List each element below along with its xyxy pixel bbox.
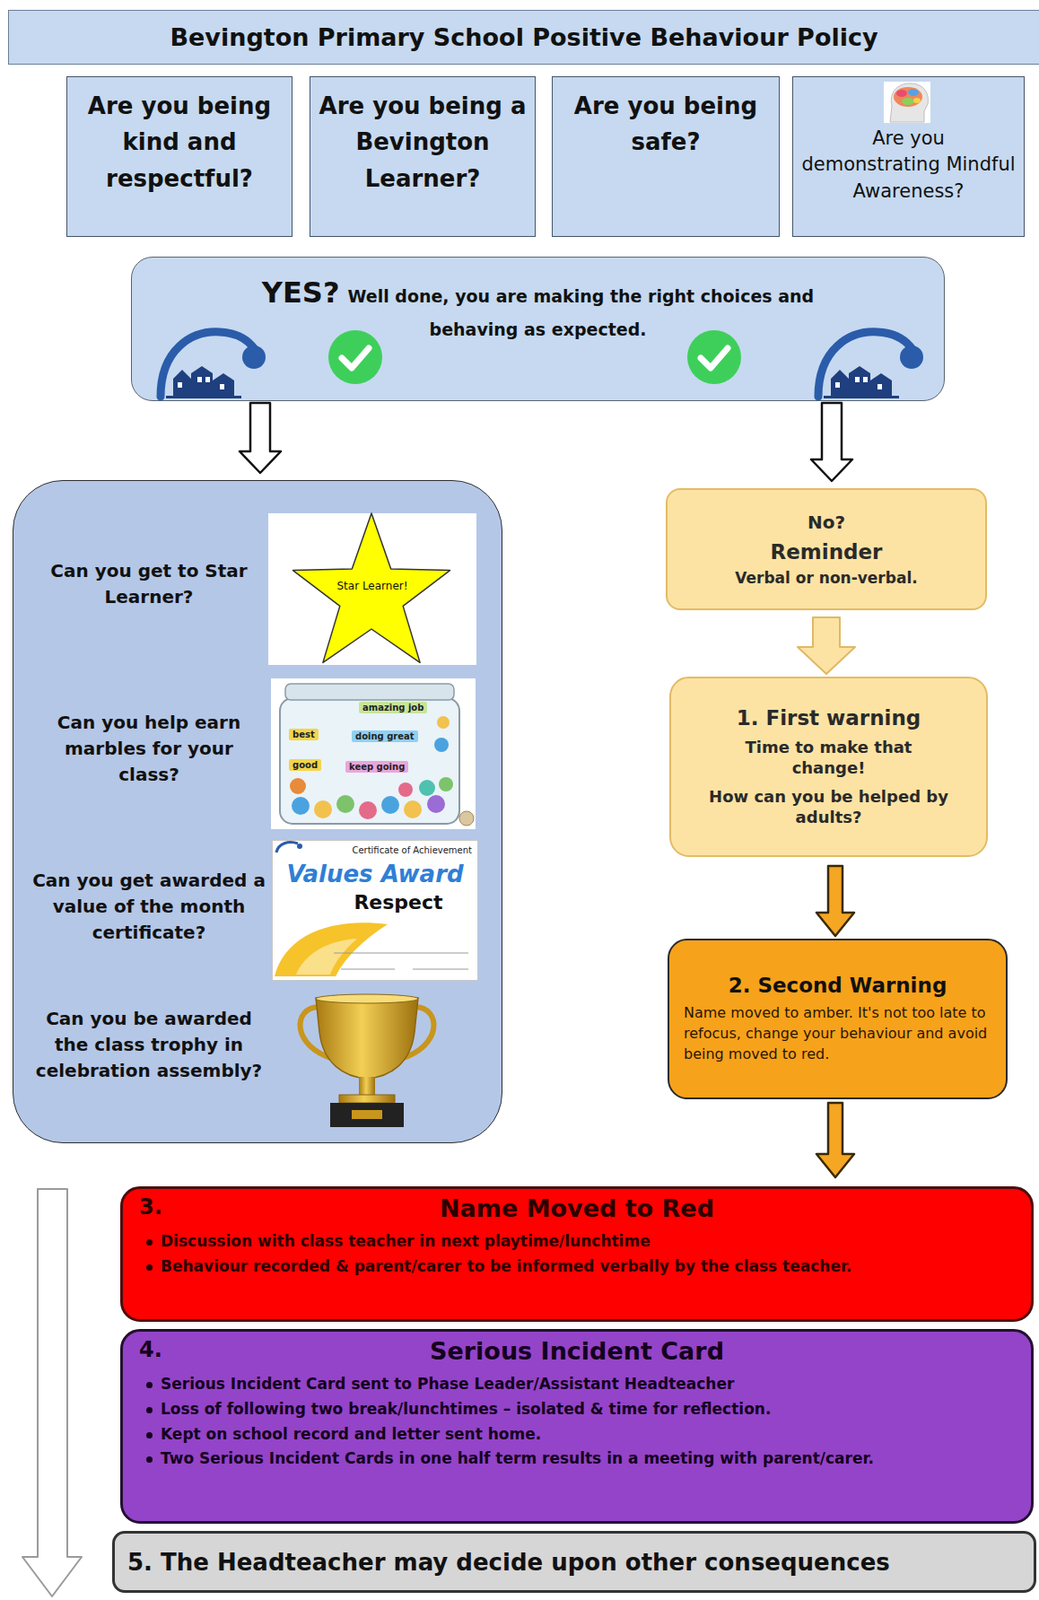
text-slot: 3. [139,1194,163,1220]
box-text: 5. The Headteacher may decide upon other… [127,1548,1022,1576]
box-text: Star Learner! [268,579,477,593]
box-text: Name moved to amber. It's not too late t… [683,1002,992,1066]
text-slot: Can you get to Star Learner? [31,558,267,611]
box-text: 2. Second Warning [683,973,992,997]
bullet-row: Discussion with class teacher in next pl… [140,1231,1013,1253]
bullet-row: Loss of following two break/lunchtimes –… [140,1398,1013,1421]
box-text: Certificate of Achievement [326,845,472,856]
check-mark [328,330,383,385]
text-slot: good [288,759,322,771]
bullet-text: Two Serious Incident Cards in one half t… [160,1448,874,1470]
band-heading: Name Moved to Red [140,1194,1013,1223]
first-warning-box: 1. First warningTime to make that change… [669,676,988,857]
title-text: Bevington Primary School Positive Behavi… [169,23,878,52]
brain-icon [883,81,931,123]
jar-word: amazing job [358,701,428,714]
marble-jar [270,678,476,830]
step-number: 4. [139,1336,163,1363]
block-arrow [797,617,856,674]
heading-text: YES? [261,275,341,310]
box-text: Can you be awarded the class trophy in c… [31,1005,267,1084]
red-stage-band: 3.Name Moved to RedDiscussion with class… [120,1186,1034,1322]
bullet-row: Serious Incident Card sent to Phase Lead… [140,1373,1013,1396]
text-slot: amazing job [358,701,428,714]
text-slot: Star Learner! [268,579,477,593]
box-text: Values Award [272,860,478,888]
box-text: Can you get to Star Learner? [31,558,267,611]
jar-word: keep going [345,760,409,773]
box-text: Can you help earn marbles for your class… [31,709,267,788]
text-slot: Certificate of Achievement [326,845,472,856]
certificate-art [274,841,469,977]
certificate-picture: Certificate of AchievementValues AwardRe… [271,839,479,981]
block-arrow [239,402,281,473]
box-text: Respect [326,890,471,914]
second-warning-box: 2. Second WarningName moved to amber. It… [667,938,1008,1100]
title-bar: Bevington Primary School Positive Behavi… [8,9,1039,65]
block-arrow [811,402,853,481]
body-text: Well done, you are making the right choi… [347,286,814,340]
check-mark [687,330,742,385]
box-text: Are you being safe? [559,87,772,161]
jar-word: best [288,728,319,741]
question-box: Are you demonstrating Mindful Awareness? [792,76,1025,237]
band-heading: Serious Incident Card [140,1336,1013,1365]
box-text: No? [680,511,973,533]
box-text: Can you get awarded a value of the month… [31,867,267,946]
box-text: Reminder [680,540,973,564]
box-text: How can you be helped by adults? [707,785,951,829]
star-shape [293,513,451,663]
block-arrow [816,865,855,936]
bullet-text: Serious Incident Card sent to Phase Lead… [160,1373,734,1396]
box-text: Time to make that change! [707,736,951,779]
box-text: Are you demonstrating Mindful Awareness? [800,125,1017,205]
bullet-dot [146,1264,153,1271]
text-slot: keep going [345,760,409,773]
box-text: Are you being kind and respectful? [74,87,285,197]
bullet-dot [146,1406,153,1414]
text-slot: Can you help earn marbles for your class… [31,709,267,788]
bullet-row: Kept on school record and letter sent ho… [140,1423,1013,1446]
star-picture: Star Learner! [268,513,477,665]
jar-word: doing great [351,730,419,743]
bullet-dot [146,1456,153,1463]
school-logo [818,331,924,399]
block-arrow [816,1102,855,1178]
text-slot: Respect [326,890,471,914]
bullet-text: Kept on school record and letter sent ho… [160,1423,542,1446]
step-number: 3. [139,1194,163,1220]
box-text: 1. First warning [707,706,951,730]
text-slot: 4. [139,1336,163,1363]
rewards-panel: Can you get to Star Learner? Can you help… [12,480,503,1144]
reminder-box: No? ReminderVerbal or non-verbal. [665,488,987,611]
bullet-row: Behaviour recorded & parent/carer to be … [140,1256,1013,1278]
box-text: Verbal or non-verbal. [680,568,973,587]
question-box: Are you being kind and respectful? [66,76,293,237]
headteacher-band: 5. The Headteacher may decide upon other… [112,1530,1037,1593]
text-slot: Values Award [272,860,478,888]
question-box: Are you being safe? [551,76,780,237]
text-slot: Can you get awarded a value of the month… [31,867,267,946]
bullet-text: Loss of following two break/lunchtimes –… [160,1398,771,1421]
bullet-text: Behaviour recorded & parent/carer to be … [160,1256,852,1278]
bullet-row: Two Serious Incident Cards in one half t… [140,1448,1013,1470]
text-line: YES?Well done, you are making the right … [224,270,853,344]
text-slot: Can you be awarded the class trophy in c… [31,1005,267,1084]
bullet-text: Discussion with class teacher in next pl… [160,1231,651,1253]
yes-box: YES?Well done, you are making the right … [130,256,945,402]
trophy [300,994,435,1127]
question-box: Are you being a Bevington Learner? [309,76,536,237]
bullet-dot [146,1239,153,1246]
text-slot: best [288,728,319,741]
text-slot: doing great [351,730,419,743]
bullet-dot [146,1381,153,1389]
escalation-arrow [22,1188,82,1597]
box-text: Are you being a Bevington Learner? [317,87,528,197]
jar-word: good [288,759,322,771]
school-logo [160,331,266,399]
bullet-dot [146,1431,153,1439]
serious-incident-band: 4.Serious Incident CardSerious Incident … [120,1328,1034,1524]
